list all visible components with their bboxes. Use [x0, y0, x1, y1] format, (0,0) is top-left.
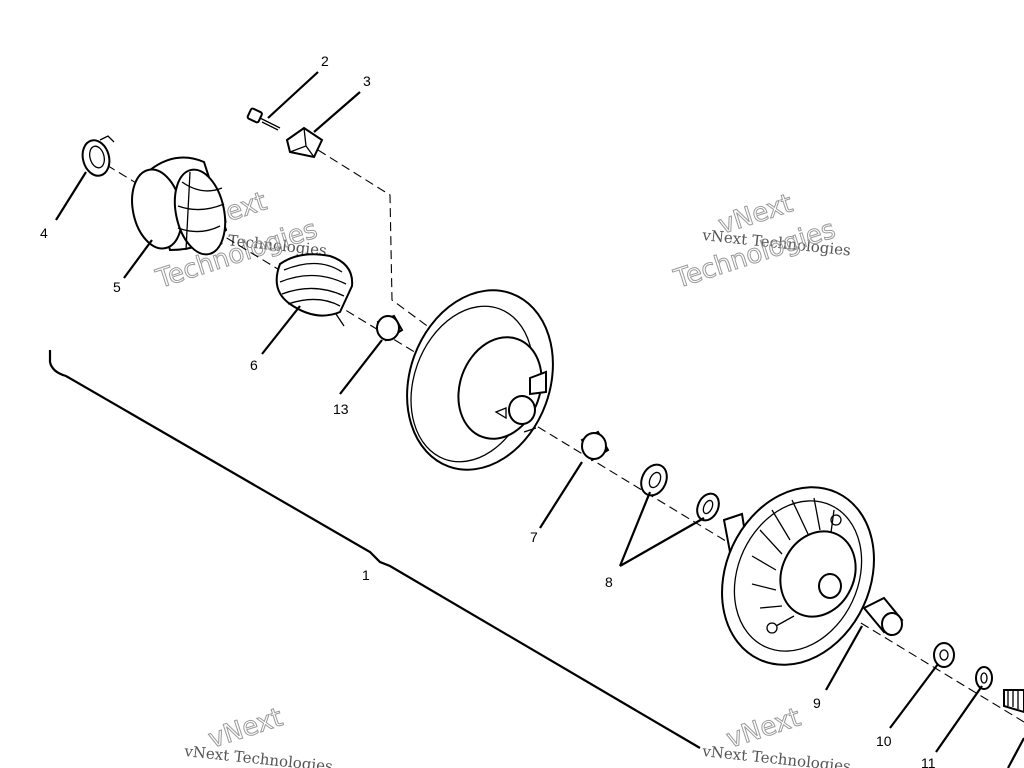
callout-9: 9 — [813, 695, 821, 711]
callout-3: 3 — [363, 73, 371, 89]
part-helix — [131, 156, 228, 256]
leader-lines — [55, 71, 1024, 768]
callout-1: 1 — [362, 567, 370, 583]
part-washers — [640, 463, 720, 522]
part-bolt — [246, 107, 281, 131]
assembly-axis — [94, 149, 1024, 723]
part-fixed-sheave — [406, 289, 554, 471]
watermark-line1-text: vNext Technologies — [701, 742, 852, 768]
callout-13: 13 — [333, 401, 349, 417]
assembly-bracket — [48, 350, 701, 749]
callout-2: 2 — [321, 53, 329, 69]
part-bushing — [580, 430, 610, 462]
watermark-bottom-right: vNext vNext Technologies — [701, 702, 852, 768]
callout-10: 10 — [876, 733, 892, 749]
part-sleeve — [862, 596, 904, 636]
callout-11: 11 — [921, 755, 936, 768]
part-flat-washer — [933, 642, 955, 668]
watermark-bottom-left: vNext vNext Technologies — [183, 702, 334, 768]
part-cap-screw — [1003, 689, 1024, 714]
callout-6: 6 — [250, 357, 258, 373]
part-wedge — [285, 126, 324, 159]
watermark-right: vNext vNext Technologies Technologies — [669, 188, 851, 295]
part-spacer — [376, 314, 404, 342]
part-spring — [275, 253, 354, 327]
part-lock-washer — [975, 666, 993, 690]
callout-labels: 1 2 3 4 5 6 7 8 9 10 11 13 — [40, 53, 936, 768]
callout-5: 5 — [113, 279, 121, 295]
callout-8: 8 — [605, 574, 613, 590]
callout-4: 4 — [40, 225, 48, 241]
callout-7: 7 — [530, 529, 538, 545]
part-snap-ring — [81, 135, 115, 177]
watermark-line1-text: vNext Technologies — [183, 742, 334, 768]
part-movable-sheave — [721, 486, 875, 666]
